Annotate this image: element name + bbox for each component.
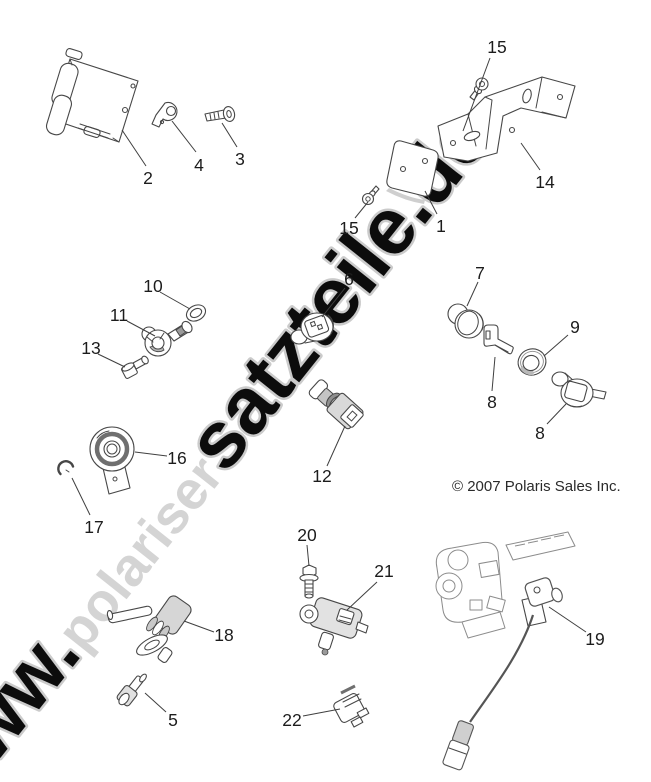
part-8-clip-drawing [483, 324, 514, 355]
callout-labels: 2 4 3 15 14 1 15 10 11 13 6 7 9 8 8 16 1… [81, 37, 604, 730]
part-1-drawing [386, 140, 439, 204]
callout-7-label: 7 [475, 263, 485, 283]
part-22-drawing [333, 684, 370, 728]
part-17-drawing [57, 460, 75, 476]
callout-4-label: 4 [194, 155, 204, 175]
part-14-drawing [437, 76, 576, 162]
part-4-drawing [151, 101, 178, 128]
part-18-drawing [106, 595, 192, 663]
callout-22-label: 22 [282, 710, 301, 730]
part-6-drawing [290, 312, 334, 345]
callout-8-sensor-label: 8 [535, 423, 545, 443]
callout-17-label: 17 [84, 517, 103, 537]
callout-16-label: 16 [167, 448, 186, 468]
part-13-drawing [121, 355, 149, 379]
part-5-drawing [116, 673, 147, 707]
callout-12-label: 12 [312, 466, 331, 486]
callout-20-label: 20 [297, 525, 317, 545]
part-19-drawing [435, 531, 576, 771]
part-21-drawing [299, 597, 369, 656]
callout-1-label: 1 [436, 216, 446, 236]
part-11-drawing [141, 320, 193, 357]
callout-11-label: 11 [110, 305, 128, 325]
callout-6-label: 6 [344, 269, 354, 289]
callout-8-clip-label: 8 [487, 392, 497, 412]
part-8-sensor-drawing [551, 371, 607, 408]
callout-14-label: 14 [535, 172, 555, 192]
part-3-drawing [204, 106, 236, 122]
callout-9-label: 9 [570, 317, 580, 337]
part-2-drawing [45, 48, 139, 143]
part-7-drawing [447, 303, 484, 339]
copyright-notice: © 2007 Polaris Sales Inc. [452, 478, 621, 495]
callout-19-label: 19 [585, 629, 604, 649]
callout-15-left-label: 15 [339, 218, 358, 238]
callout-10-label: 10 [143, 276, 163, 296]
leader-lines [71, 57, 587, 717]
callout-3-label: 3 [235, 149, 245, 169]
callout-18-label: 18 [214, 625, 233, 645]
part-15-left-drawing [361, 185, 380, 206]
part-9-drawing [517, 348, 547, 376]
callout-15-top-label: 15 [487, 37, 506, 57]
part-12-drawing [308, 379, 364, 430]
part-20-drawing [299, 564, 319, 599]
part-16-drawing [89, 426, 135, 495]
callout-21-label: 21 [374, 561, 393, 581]
callout-13-label: 13 [81, 338, 100, 358]
part-10-drawing [185, 304, 207, 322]
callout-2-label: 2 [143, 168, 153, 188]
callout-5-label: 5 [168, 710, 178, 730]
